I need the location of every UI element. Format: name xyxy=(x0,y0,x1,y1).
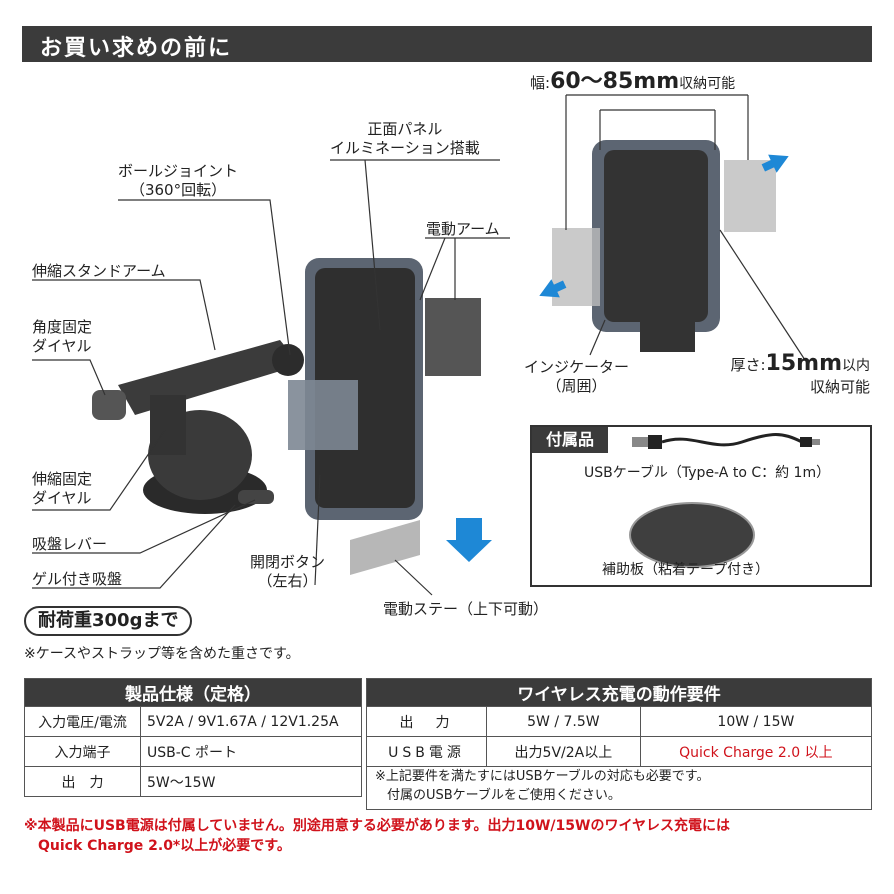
wireless-value: 5W / 7.5W xyxy=(486,706,641,737)
label-open-button-line2: （左右） xyxy=(257,571,318,590)
leader-lines xyxy=(32,94,806,596)
label-ext-dial-line2: ダイヤル xyxy=(32,488,92,507)
label-angle-dial-line1: 角度固定 xyxy=(32,318,93,336)
accessories-box: 付属品 USBケーブル（Type-A to C：約 1m） 補助板（粘着テープ付… xyxy=(530,425,872,587)
spec-table-title: 製品仕様（定格） xyxy=(24,678,362,707)
label-electric-stay: 電動ステー（上下可動） xyxy=(383,600,549,618)
wireless-note: ※上記要件を満たすにはUSBケーブルの対応も必要です。 付属のUSBケーブルをご… xyxy=(366,764,872,810)
angle-dial xyxy=(92,390,126,420)
wireless-note-line2: 付属のUSBケーブルをご使用ください。 xyxy=(387,787,621,803)
table-row: USB電源 出力5V/2A以上 Quick Charge 2.0 以上 xyxy=(366,736,873,767)
label-open-button: 開閉ボタン （左右） xyxy=(250,553,325,591)
spec-table: 製品仕様（定格） 入力電圧/電流 5V2A / 9V1.67A / 12V1.2… xyxy=(24,678,362,797)
spec-key: 入力電圧/電流 xyxy=(24,706,141,737)
right-arrow-icon xyxy=(761,154,789,173)
wireless-key: USB電源 xyxy=(366,736,487,767)
spec-key: 出 力 xyxy=(24,766,141,797)
footer-note-line2: Quick Charge 2.0*以上が必要です。 xyxy=(38,838,291,855)
label-ext-dial: 伸縮固定 ダイヤル xyxy=(32,470,92,508)
label-ball-joint: ボールジョイント （360°回転） xyxy=(118,162,238,200)
wireless-value-highlight: Quick Charge 2.0 以上 xyxy=(639,736,873,767)
load-note: ※ケースやストラップ等を含めた重さです。 xyxy=(24,646,300,662)
label-thickness: 厚さ:15mm以内 収納可能 xyxy=(716,350,870,396)
footer-note: ※本製品にUSB電源は付属していません。別途用意する必要があります。出力10W/… xyxy=(24,816,730,857)
usb-cable-icon xyxy=(632,433,820,449)
side-right-arm xyxy=(724,160,776,232)
label-thickness-value: 15mm xyxy=(765,351,842,376)
label-thickness-suffix2: 収納可能 xyxy=(809,377,870,396)
label-indicator-line2: （周囲） xyxy=(546,376,607,395)
load-capacity-badge: 耐荷重300gまで xyxy=(24,606,193,636)
wireless-table: ワイヤレス充電の動作要件 出 力 5W / 7.5W 10W / 15W USB… xyxy=(366,678,873,767)
label-angle-dial-line2: ダイヤル xyxy=(32,336,92,355)
left-arrow-icon xyxy=(539,279,567,298)
stand-arm xyxy=(118,340,300,415)
down-arrow-icon xyxy=(446,518,492,562)
accessory-plate-label: 補助板（粘着テープ付き） xyxy=(602,562,770,578)
label-thickness-suffix: 以内 xyxy=(842,358,870,374)
wireless-value: 出力5V/2A以上 xyxy=(486,736,641,767)
right-arm xyxy=(425,298,481,376)
lower-stay xyxy=(350,520,420,575)
label-angle-dial: 角度固定 ダイヤル xyxy=(32,318,92,356)
label-width-prefix: 幅: xyxy=(530,74,551,92)
wireless-table-title: ワイヤレス充電の動作要件 xyxy=(366,678,872,707)
header-bar: お買い求めの前に xyxy=(22,26,872,62)
ball-joint xyxy=(272,344,304,376)
label-indicator: インジケーター （周囲） xyxy=(524,358,629,396)
table-row: 入力電圧/電流 5V2A / 9V1.67A / 12V1.25A xyxy=(24,706,362,737)
table-row: 出 力 5W〜15W xyxy=(24,766,362,797)
side-cradle-face xyxy=(604,150,708,322)
label-front-panel: 正面パネル イルミネーション搭載 xyxy=(330,120,480,158)
side-left-arm xyxy=(552,228,600,306)
table-row: 入力端子 USB-C ポート xyxy=(24,736,362,767)
label-ball-joint-line1: ボールジョイント xyxy=(118,162,239,180)
label-width-value: 60〜85mm xyxy=(550,69,680,94)
wireless-key: 出 力 xyxy=(366,706,487,737)
spec-key: 入力端子 xyxy=(24,736,141,767)
wireless-value: 10W / 15W xyxy=(639,706,873,737)
spec-value: 5V2A / 9V1.67A / 12V1.25A xyxy=(140,706,362,737)
label-suction-lever: 吸盤レバー xyxy=(32,535,108,553)
arm-post xyxy=(150,395,186,455)
label-thickness-prefix: 厚さ: xyxy=(730,356,766,374)
label-stand-arm: 伸縮スタンドアーム xyxy=(32,262,166,280)
accessory-cable-label: USBケーブル（Type-A to C：約 1m） xyxy=(584,465,831,481)
suction-lever xyxy=(238,490,274,504)
side-stay xyxy=(640,320,695,352)
label-width-suffix: 収納可能 xyxy=(679,76,736,92)
label-width: 幅:60〜85mm収納可能 xyxy=(530,68,735,96)
label-open-button-line1: 開閉ボタン xyxy=(250,553,326,571)
spec-value: USB-C ポート xyxy=(140,736,362,767)
adhesive-plate-icon xyxy=(629,502,755,568)
label-electric-arm: 電動アーム xyxy=(426,220,500,238)
label-gel-suction: ゲル付き吸盤 xyxy=(32,570,123,588)
left-arm xyxy=(288,380,358,450)
footer-note-line1: ※本製品にUSB電源は付属していません。別途用意する必要があります。出力10W/… xyxy=(24,818,731,834)
wireless-note-line1: ※上記要件を満たすにはUSBケーブルの対応も必要です。 xyxy=(375,769,710,784)
spec-value: 5W〜15W xyxy=(140,766,362,797)
page-title: お買い求めの前に xyxy=(40,36,233,61)
label-ext-dial-line1: 伸縮固定 xyxy=(32,470,93,488)
label-front-panel-line1: 正面パネル xyxy=(367,120,443,138)
label-front-panel-line2: イルミネーション搭載 xyxy=(330,138,480,157)
table-row: 出 力 5W / 7.5W 10W / 15W xyxy=(366,706,873,737)
accessories-art xyxy=(629,433,820,568)
label-indicator-line1: インジケーター xyxy=(524,358,630,376)
label-ball-joint-line2: （360°回転） xyxy=(129,180,227,199)
accessories-tag: 付属品 xyxy=(532,427,608,453)
